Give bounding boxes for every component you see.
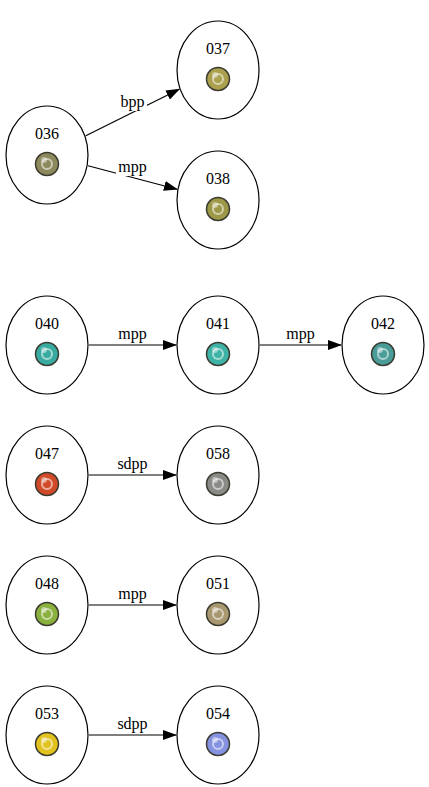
ellipse-node: 036 <box>5 105 89 205</box>
edge-label: sdpp <box>115 455 149 473</box>
edge-arrow <box>260 344 341 345</box>
node-number: 048 <box>5 575 89 593</box>
edge-arrow <box>89 604 176 605</box>
edge-label: bpp <box>119 93 147 111</box>
item-icon <box>34 731 60 757</box>
ellipse-node: 041 <box>176 295 260 395</box>
edge-arrow <box>89 344 176 345</box>
edge-label: sdpp <box>115 715 149 733</box>
node-number: 042 <box>341 315 425 333</box>
node-number: 054 <box>176 705 260 723</box>
ellipse-node: 047 <box>5 425 89 525</box>
ellipse-node: 042 <box>341 295 425 395</box>
ellipse-node: 037 <box>176 20 260 120</box>
edge-label: mpp <box>116 585 148 603</box>
ellipse-node: 040 <box>5 295 89 395</box>
ellipse-node: 048 <box>5 555 89 655</box>
ellipse-node: 058 <box>176 425 260 525</box>
node-number: 037 <box>176 40 260 58</box>
item-icon <box>205 341 231 367</box>
item-icon <box>34 341 60 367</box>
item-icon <box>34 601 60 627</box>
node-number: 041 <box>176 315 260 333</box>
item-icon <box>205 66 231 92</box>
item-icon <box>34 151 60 177</box>
ellipse-node: 054 <box>176 685 260 785</box>
item-icon <box>34 471 60 497</box>
edge-label: mpp <box>116 325 148 343</box>
node-number: 040 <box>5 315 89 333</box>
item-icon <box>370 341 396 367</box>
edge-arrow <box>86 89 179 135</box>
item-icon <box>205 196 231 222</box>
ellipse-node: 051 <box>176 555 260 655</box>
ellipse-node: 053 <box>5 685 89 785</box>
node-number: 036 <box>5 125 89 143</box>
edge-label: mpp <box>116 158 148 176</box>
node-number: 038 <box>176 170 260 188</box>
item-icon <box>205 731 231 757</box>
node-number: 051 <box>176 575 260 593</box>
item-icon <box>205 601 231 627</box>
edge-arrow <box>89 734 176 735</box>
node-number: 047 <box>5 445 89 463</box>
edge-arrow <box>89 474 176 475</box>
node-number: 058 <box>176 445 260 463</box>
node-number: 053 <box>5 705 89 723</box>
edge-label: mpp <box>284 325 316 343</box>
item-icon <box>205 471 231 497</box>
ellipse-node: 038 <box>176 150 260 250</box>
